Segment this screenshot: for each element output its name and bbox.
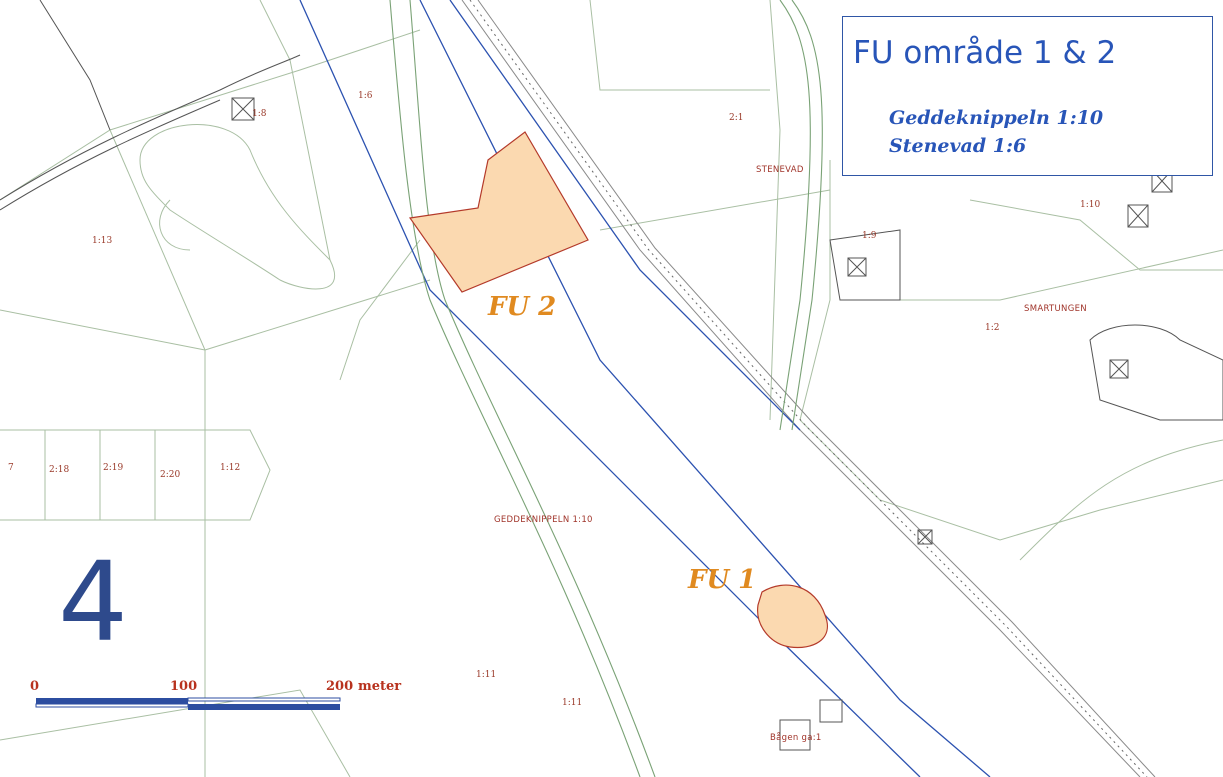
map-title: FU område 1 & 2: [853, 35, 1117, 71]
scale-label-100: 100: [170, 679, 197, 694]
svg-text:2:1: 2:1: [729, 113, 743, 123]
svg-text:1:6: 1:6: [358, 91, 373, 101]
fu2-area: [408, 131, 589, 293]
parcel-labels: 1:8 1:6 2:1 1:13 1:9 1:10 1:2 7 2:18 2:1…: [8, 91, 1100, 708]
subtitle-geddeknippeln: Geddeknippeln 1:10: [889, 107, 1104, 129]
side-road: [389, 0, 823, 777]
scale-label-200: 200: [326, 679, 353, 694]
svg-text:2:20: 2:20: [160, 470, 180, 480]
svg-text:1:13: 1:13: [92, 236, 112, 246]
svg-text:7: 7: [8, 463, 14, 473]
title-box: FU område 1 & 2 Geddeknippeln 1:10 Stene…: [842, 16, 1213, 176]
svg-text:1:2: 1:2: [985, 323, 999, 333]
scale-label-0: 0: [30, 679, 39, 694]
svg-text:1:8: 1:8: [252, 109, 267, 119]
scale-unit: meter: [358, 679, 401, 694]
svg-text:1:11: 1:11: [562, 698, 582, 708]
left-road: [0, 0, 301, 211]
svg-text:1:11: 1:11: [476, 670, 496, 680]
sheet-number: 4: [58, 538, 128, 666]
fu1-area: [757, 584, 828, 649]
place-bagen: Bågen ga:1: [770, 732, 822, 743]
scale-bar: 0 100 200 meter: [30, 679, 401, 710]
svg-text:1:12: 1:12: [220, 463, 240, 473]
svg-text:2:19: 2:19: [103, 463, 123, 473]
subtitle-stenevad: Stenevad 1:6: [889, 135, 1027, 157]
svg-text:1:9: 1:9: [862, 231, 877, 241]
place-geddeknippeln: GEDDEKNIPPELN 1:10: [494, 515, 593, 525]
fu1-label: FU 1: [687, 565, 756, 595]
svg-text:1:10: 1:10: [1080, 200, 1100, 210]
fu2-label: FU 2: [487, 292, 556, 322]
buildings: [231, 97, 1223, 751]
place-smartungen: SMARTUNGEN: [1024, 304, 1087, 314]
place-stenevad: STENEVAD: [756, 165, 804, 175]
svg-text:2:18: 2:18: [49, 465, 69, 475]
